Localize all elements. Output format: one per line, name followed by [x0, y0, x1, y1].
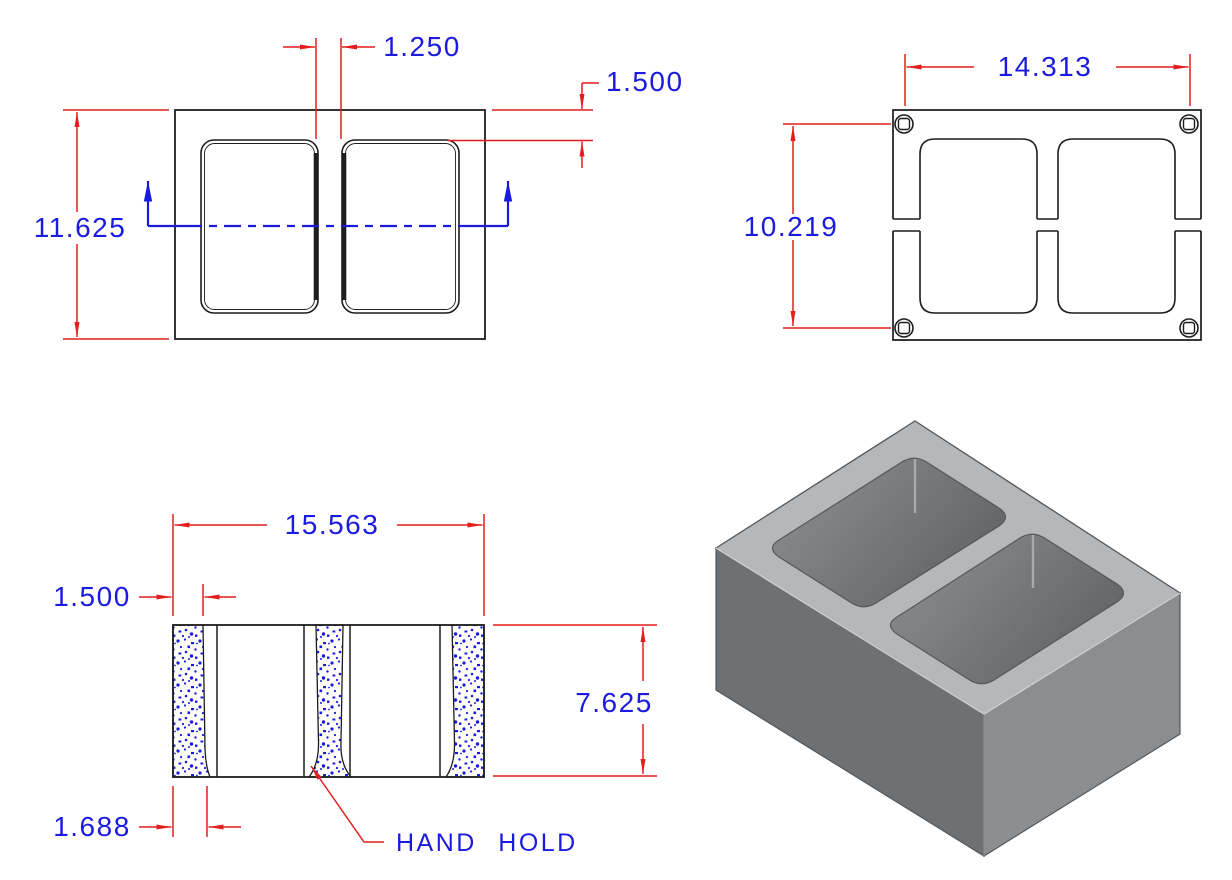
section-dim-wall-top: 1.500	[53, 581, 236, 616]
corner-pins	[894, 114, 1199, 338]
section-dim-wall-bottom: 1.688	[53, 786, 241, 842]
dim-1-250: 1.250	[383, 31, 461, 62]
dim-1-688: 1.688	[53, 811, 131, 842]
plan-dim-shell: 1.500	[448, 66, 684, 168]
bottom-section-view: 14.313 10.219	[744, 51, 1202, 341]
section-dim-height: 7.625	[493, 624, 657, 777]
section-dim-width: 15.563	[172, 509, 485, 616]
bottom-outline	[892, 109, 1202, 341]
iso-core-hole-right	[889, 533, 1125, 685]
dim-7-625: 7.625	[575, 687, 653, 718]
plan-dim-web: 1.250	[283, 31, 461, 139]
section-cut-line	[143, 181, 513, 228]
bottom-dim-height: 10.219	[744, 123, 891, 329]
dim-11-625: 11.625	[34, 212, 127, 243]
hand-hold-callout: HAND HOLD	[310, 765, 578, 857]
front-section-view: 15.563 1.500 7.625 1.688 HAND HOLD	[53, 509, 657, 857]
plan-dim-depth: 11.625	[34, 109, 169, 340]
bottom-dim-width: 14.313	[904, 51, 1191, 106]
dim-14-313: 14.313	[998, 51, 1093, 82]
dim-1-500-section: 1.500	[53, 581, 131, 612]
iso-core-hole-left	[771, 457, 1007, 608]
plan-view: 1.250 1.500 11.625	[34, 31, 684, 340]
plan-outline	[174, 109, 486, 340]
hand-hold-label: HAND HOLD	[396, 829, 578, 857]
isometric-view	[714, 420, 1182, 858]
dim-10-219: 10.219	[744, 211, 839, 242]
section-walls	[172, 624, 485, 778]
dim-15-563: 15.563	[285, 509, 380, 540]
dim-1-500-plan: 1.500	[606, 66, 684, 97]
